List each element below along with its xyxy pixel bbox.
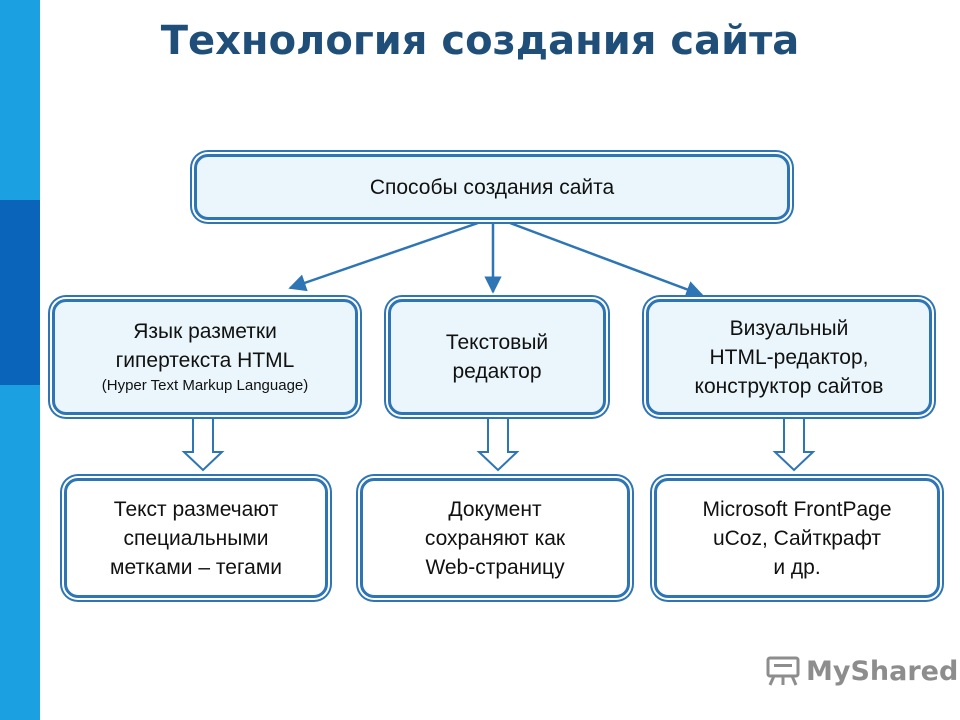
method-html-line-2: гипертекста HTML bbox=[115, 349, 295, 372]
method-html-line-1: Язык разметки bbox=[133, 320, 277, 343]
root-label: Способы создания сайта bbox=[369, 175, 615, 199]
result-web-line-2: сохраняют как bbox=[424, 526, 566, 550]
method-visual-line-1: Визуальный bbox=[729, 316, 849, 340]
method-box-html: Язык разметки гипертекста HTML (Hyper Te… bbox=[52, 299, 358, 415]
method-visual-line-2: HTML-редактор, bbox=[709, 345, 869, 369]
presentation-board-icon bbox=[766, 656, 800, 686]
method-text-editor-line-2: редактор bbox=[452, 360, 542, 383]
hollow-arrow-html bbox=[181, 417, 225, 472]
root-box: Способы создания сайта bbox=[194, 154, 790, 220]
method-html-note: (Hyper Text Markup Language) bbox=[101, 377, 309, 394]
result-web-line-1: Документ bbox=[448, 497, 542, 521]
left-accent-bar-dark bbox=[0, 200, 40, 385]
logo-text: MyShared bbox=[806, 655, 959, 687]
result-box-tools: Microsoft FrontPage uCoz, Сайткрафт и др… bbox=[654, 478, 940, 598]
myshared-logo: MyShared bbox=[766, 655, 958, 687]
result-tools-line-2: uCoz, Сайткрафт bbox=[712, 526, 882, 550]
arrow-to-html-language bbox=[288, 221, 479, 292]
result-tags-line-1: Текст размечают bbox=[113, 497, 279, 521]
hollow-arrow-text-editor bbox=[476, 417, 520, 472]
result-tools-line-3: и др. bbox=[773, 555, 821, 579]
method-box-text-editor: Текстовый редактор bbox=[388, 299, 606, 415]
result-box-web-page: Документ сохраняют как Web-страницу bbox=[360, 478, 630, 598]
method-text-editor-line-1: Текстовый bbox=[445, 331, 549, 354]
result-box-tags: Текст размечают специальными метками – т… bbox=[64, 478, 328, 598]
slide-title: Технология создания сайта bbox=[160, 18, 800, 64]
result-tags-line-3: метками – тегами bbox=[110, 555, 282, 579]
method-box-visual-editor: Визуальный HTML-редактор, конструктор са… bbox=[646, 299, 932, 415]
result-tags-line-2: специальными bbox=[123, 526, 269, 550]
result-web-line-3: Web-страницу bbox=[425, 555, 565, 579]
result-tools-line-1: Microsoft FrontPage bbox=[702, 497, 892, 521]
arrow-to-visual-editor bbox=[509, 221, 704, 298]
hollow-arrow-visual-editor bbox=[772, 417, 816, 472]
method-visual-line-3: конструктор сайтов bbox=[694, 374, 884, 398]
